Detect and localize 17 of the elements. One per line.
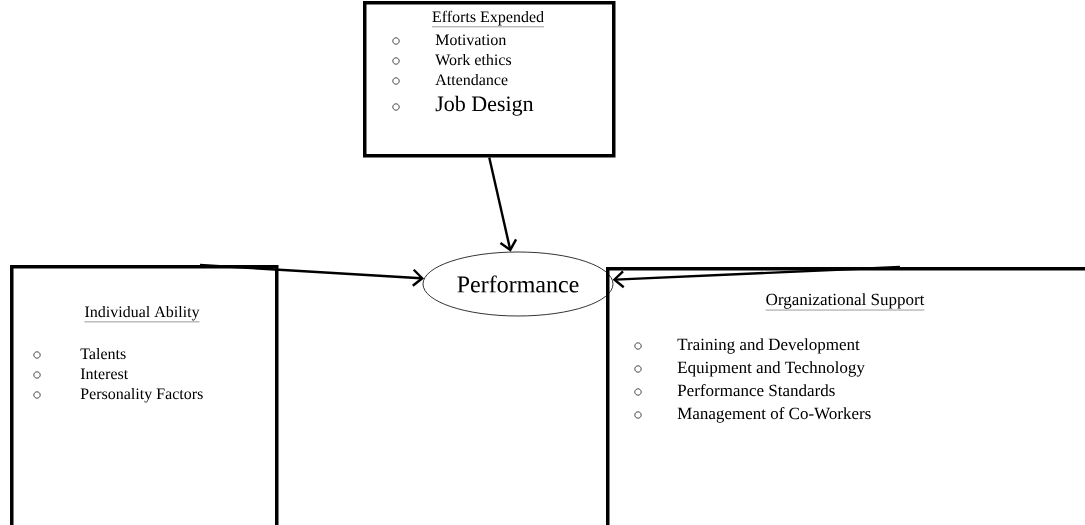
- heading: Individual Ability: [84, 305, 200, 323]
- list-item: Management of Co-Workers: [677, 407, 871, 423]
- list-item: Interest: [80, 368, 129, 380]
- arrow: [199, 263, 425, 287]
- list-item: Work ethics: [435, 53, 512, 66]
- list-item: Training and Development: [677, 338, 860, 354]
- arrow: [488, 157, 518, 252]
- arrow: [612, 265, 901, 289]
- list-item: Motivation: [435, 34, 507, 46]
- list-item: Personality Factors: [80, 387, 203, 403]
- list-item: Job Design: [435, 95, 534, 116]
- list-item: Attendance: [435, 73, 508, 86]
- heading: Organizational Support: [765, 293, 925, 311]
- list-item: Performance Standards: [677, 384, 835, 397]
- list-item: Talents: [80, 347, 126, 360]
- list-item: Equipment and Technology: [677, 361, 865, 377]
- heading: Efforts Expended: [431, 10, 545, 27]
